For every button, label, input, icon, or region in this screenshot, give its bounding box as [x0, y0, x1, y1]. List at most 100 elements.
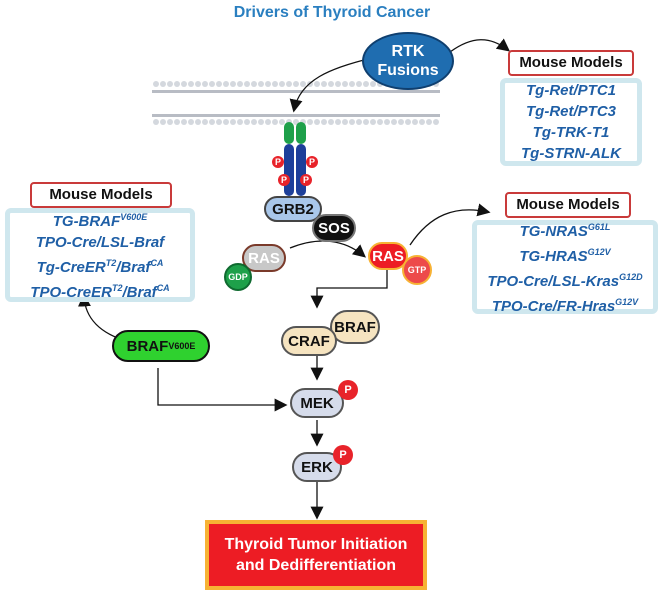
craf-node: CRAF	[281, 326, 337, 356]
lipid-head	[237, 119, 243, 125]
lipid-head	[363, 119, 369, 125]
mouse-models-box-braf: TG-BRAFV600E TPO-Cre/LSL-Braf Tg-CreERT2…	[5, 208, 195, 302]
lipid-head	[307, 119, 313, 125]
model-item: TG-NRASG61L	[519, 222, 611, 240]
lipid-head	[181, 119, 187, 125]
model-item: TPO-Cre/LSL-Braf	[35, 234, 165, 251]
mouse-models-label-top: Mouse Models	[508, 50, 634, 76]
lipid-head	[286, 81, 292, 87]
gdp-node: GDP	[224, 263, 252, 291]
outcome-line2: and Dedifferentiation	[235, 557, 396, 574]
lipid-head	[293, 81, 299, 87]
model-item: TPO-CreERT2/BrafCA	[30, 283, 170, 301]
lipid-head	[209, 81, 215, 87]
rtk-line1: RTK	[391, 43, 425, 60]
model-item: TPO-Cre/FR-HrasG12V	[491, 297, 639, 315]
phospho-label: P	[308, 157, 315, 167]
lipid-head	[349, 119, 355, 125]
lipid-head	[265, 119, 271, 125]
lipid-head	[349, 81, 355, 87]
rtk-line2: Fusions	[377, 62, 439, 79]
lipid-head	[377, 119, 383, 125]
rtk-to-models-arrow	[449, 38, 511, 53]
lipid-head	[419, 119, 425, 125]
lipid-head	[216, 119, 222, 125]
braf-mut-label: BRAF	[126, 337, 169, 355]
lipid-head	[314, 81, 320, 87]
lipid-head	[391, 119, 397, 125]
lipid-head	[328, 119, 334, 125]
mouse-models-label-ras: Mouse Models	[505, 192, 631, 218]
lipid-head	[181, 81, 187, 87]
lipid-head	[342, 81, 348, 87]
lipid-head	[223, 119, 229, 125]
model-item: TPO-Cre/LSL-KrasG12D	[487, 272, 643, 290]
model-item: Tg-Ret/PTC1	[526, 82, 616, 99]
braf-node: BRAF	[330, 310, 380, 344]
lipid-head	[209, 119, 215, 125]
lipid-head	[251, 119, 257, 125]
lipid-head	[356, 119, 362, 125]
phospho-label: P	[280, 175, 287, 185]
mouse-models-label-left: Mouse Models	[30, 182, 172, 208]
lipid-head	[314, 119, 320, 125]
lipid-head	[237, 81, 243, 87]
lipid-head	[195, 119, 201, 125]
lipid-head	[244, 81, 250, 87]
lipid-head	[300, 81, 306, 87]
rtk-to-receptor-arrow	[289, 57, 373, 113]
model-item: Tg-STRN-ALK	[521, 145, 621, 162]
rtk-fusions-node: RTK Fusions	[362, 32, 454, 90]
braf-mut-sup: V600E	[168, 341, 196, 351]
sos-node: SOS	[312, 214, 356, 242]
outcome-line1: Thyroid Tumor Initiation	[224, 536, 408, 553]
lipid-head	[230, 119, 236, 125]
lipid-head	[433, 119, 439, 125]
lipid-head	[167, 81, 173, 87]
lipid-head	[258, 81, 264, 87]
outcome-box: Thyroid Tumor Initiation and Dedifferent…	[205, 520, 427, 590]
phospho-label: P	[302, 175, 309, 185]
ras-inactive-node: RAS	[242, 244, 286, 272]
lipid-head	[230, 81, 236, 87]
lipid-head	[153, 81, 159, 87]
lipid-head	[188, 119, 194, 125]
mouse-models-box-rtk: Tg-Ret/PTC1 Tg-Ret/PTC3 Tg-TRK-T1 Tg-STR…	[500, 78, 642, 166]
braf-to-mek-arrow	[157, 368, 288, 412]
lipid-head	[412, 119, 418, 125]
lipid-head	[272, 119, 278, 125]
lipid-head	[321, 81, 327, 87]
lipid-head	[321, 119, 327, 125]
ras-active-node: RAS	[368, 242, 408, 270]
lipid-head	[188, 81, 194, 87]
grb2-node: GRB2	[264, 196, 322, 222]
phospho-label: P	[274, 157, 281, 167]
lipid-head	[216, 81, 222, 87]
lipid-head	[244, 119, 250, 125]
lipid-head	[223, 81, 229, 87]
diagram-title: Drivers of Thyroid Cancer	[233, 4, 431, 21]
ras-to-raf-arrow	[310, 268, 388, 309]
lipid-head	[174, 81, 180, 87]
lipid-head	[363, 81, 369, 87]
ras-activation-arrow	[289, 240, 366, 258]
lipid-head	[342, 119, 348, 125]
lipid-head	[398, 119, 404, 125]
lipid-head	[328, 81, 334, 87]
lipid-head	[279, 119, 285, 125]
model-item: TG-BRAFV600E	[52, 212, 148, 230]
model-item: Tg-Ret/PTC3	[526, 103, 616, 120]
lipid-head	[202, 119, 208, 125]
lipid-head	[370, 81, 376, 87]
lipid-head	[265, 81, 271, 87]
lipid-head	[160, 81, 166, 87]
lipid-head	[272, 81, 278, 87]
model-item: TG-HRASG12V	[519, 247, 611, 265]
model-item: Tg-TRK-T1	[532, 124, 610, 141]
lipid-head	[251, 81, 257, 87]
phospho-icon: P	[338, 380, 358, 400]
ras-to-models-arrow	[409, 203, 491, 246]
lipid-head	[384, 119, 390, 125]
lipid-head	[174, 119, 180, 125]
